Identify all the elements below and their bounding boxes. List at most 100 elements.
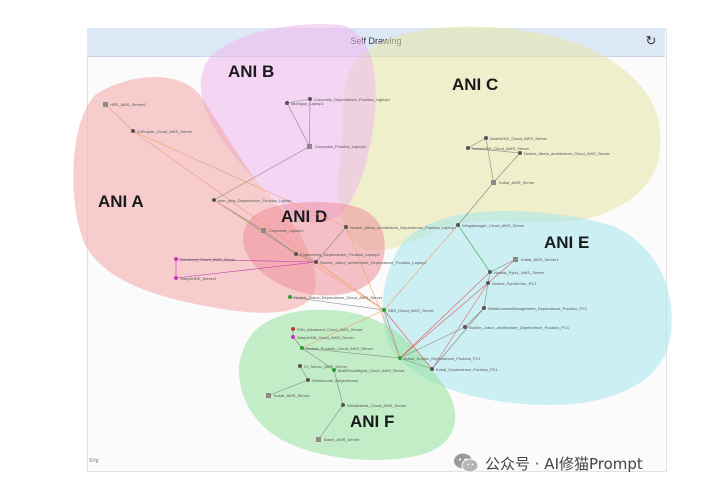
graph-node[interactable]: Nodeix_Alters_architecture_Cloud_AWS_Ser… [518,151,611,156]
graph-node[interactable]: Fifth_Advanced_Cloud_AWS_Server [291,327,363,332]
region-label-ani-f: ANI F [350,412,394,431]
node-label: Nodeix_Pyrs1_AWS_Server [494,270,545,275]
graph-node[interactable]: Corporate_Laptop1 [261,228,304,233]
window-title: Self Drawing [350,36,402,46]
refresh-icon[interactable]: ↻ [645,33,657,48]
node-label: Nodeix_Jobox_architecture_Dependence_Pou… [469,325,570,330]
graph-edge [399,357,433,370]
graph-edge [489,259,516,273]
wechat-icon [454,453,479,473]
graph-edge [333,369,344,406]
node-label: Engineering_Dependence_Pouldos_Laptop1 [300,252,380,257]
graph-node[interactable]: Nodeix_Jobox_architecture_Dependence_Pou… [314,260,428,265]
node-label: Wingsfanager_Cloud_AWS_Server [462,223,525,228]
region-ani-f [239,309,456,460]
graph-edge [345,226,401,359]
edge-layer [105,98,521,440]
graph-node[interactable]: Nodeix002_Cloud_AWS_Server [484,136,548,141]
graph-edge [105,104,134,132]
node-label: CI_Server_AWS_Server [304,364,348,369]
node-label: Nodeix_Jobox_Dependence_Cloud_AWS_Server [294,295,383,300]
graph-node[interactable]: Nodeix_Jobox_architecture_Dependence_Pou… [463,325,570,330]
graph-edge [315,226,347,263]
graph-edge [431,307,485,370]
graph-node[interactable]: Batch_AWS_Server [316,437,360,442]
graph-edge [289,296,385,311]
node-label: Batch_AWS_Server [324,437,360,442]
graph-edge [263,230,297,255]
graph-edge [309,98,311,147]
node-label: Nodeix_Pouldos_Cloud_AWS_Server [306,346,374,351]
node-label: Nodeix_PyrsServer_PC1 [492,281,537,286]
graph-edge [295,253,317,263]
graph-edge [383,309,401,359]
graph-node[interactable]: Wingsfanager_Cloud_AWS_Server [456,223,525,228]
graph-node[interactable]: Nodeix_Pyrs1_AWS_Server [488,270,545,275]
region-label-ani-d: ANI D [281,207,327,226]
graph-edge [485,137,494,183]
node-label: HSE_AWS_Server5 [110,102,146,107]
graph-edge [318,404,344,440]
watermark: 公众号 · AI修猫Prompt [453,448,643,478]
graph-node[interactable]: user_jobs_Dependence_Pouldos_Laptop [212,198,292,203]
graph-edge [286,98,311,104]
graph-node[interactable]: Nodeix_Alters_architecture_Dependence_Po… [344,225,457,230]
graph-node[interactable]: Engineering_Dependence_Pouldos_Laptop1 [294,252,380,257]
graph-node[interactable]: Webatreedk_Cloud_AWS_Server [341,403,407,408]
graph-node[interactable]: Michigan_Laptop1 [285,101,324,106]
graph-node[interactable]: Corporate_Dependence_Pouldos_Laptop1 [308,97,391,102]
graph-node[interactable]: Advanced_Cloud_AWS_Server [174,257,236,262]
graph-node[interactable]: Nodeix_Pouldos_Cloud_AWS_Server [300,346,374,351]
graph-edge [286,102,310,147]
graph-node[interactable]: HSE_AWS_Server5 [103,102,146,107]
graph-node[interactable]: Nodeix003_Cloud_AWS_Server [466,146,530,151]
graph-node[interactable]: Nodeix_Jobox_Dependence_Cloud_AWS_Server [288,295,383,300]
watermark-text: 公众号 · AI修猫Prompt [485,454,643,473]
node-label: Nodeix_Alters_architecture_Dependence_Po… [350,225,457,230]
graph-node[interactable]: SampleIDE_Server1 [174,276,217,281]
graph-edge [213,146,310,201]
graph-edge [301,347,401,359]
region-label-ani-a: ANI A [98,192,144,211]
node-label: Corporate_Dependence_Pouldos_Laptop1 [314,97,391,102]
graph-node[interactable]: Kubal_AWS_Server1 [513,257,559,262]
graph-edge [399,259,516,359]
graph-node[interactable]: CI_Server_AWS_Server [298,364,348,369]
graph-edge [301,347,335,371]
node-label: Nodeix002_Cloud_AWS_Server [490,136,548,141]
graph-node[interactable]: Wholesome_Dependence [306,378,359,383]
graph-node[interactable]: WebbLicenseManagement_Dependence_Pouldos… [482,306,588,311]
graph-edge [299,365,309,381]
graph-node[interactable]: SJEmpire_Cloud_AWS_Server [131,129,193,134]
node-label: Kubal_AWS_Server [499,180,535,185]
node-label: Corporate_Laptop1 [269,228,304,233]
node-label: Michigan_Laptop1 [291,101,324,106]
graph-node[interactable]: Kubal_Dependence_Pouldos_PC1 [430,367,499,372]
graph-node[interactable]: Nodeix_PyrsServer_PC1 [486,281,537,286]
graph-edge [175,261,317,279]
region-ani-e [382,210,672,405]
node-label: SJEmpire_Cloud_AWS_Server [137,129,193,134]
graph-node[interactable]: Corporate_Pouldos_Laptop1 [307,144,367,149]
graph-edge [457,182,494,226]
graph-edge [431,282,489,370]
node-label: WebbLicenseManagement_Dependence_Pouldos… [488,306,588,311]
node-label: Kubal_AWS_Server1 [521,257,559,262]
graph-edge [399,326,466,359]
graph-node[interactable]: SampleDB_Cloud_AWS_Server [291,335,355,340]
graph-node[interactable]: Kubal_AWS_Server [266,393,310,398]
graph-node[interactable]: Kubal_Doptox_Dependence_Pouldos_PC1 [398,356,482,361]
graph-node[interactable]: SBS_Cloud_AWS_Server [382,308,435,313]
graph-edge [132,130,347,228]
region-label-ani-b: ANI B [228,62,274,81]
region-label-ani-e: ANI E [544,233,589,252]
graph-node[interactable]: Kubal_AWS_Server [491,180,535,185]
graph-edge [268,379,309,396]
graph-node[interactable]: MultiCloudMgmt_Cloud_AWS_Server [332,368,405,373]
node-label: Nodeix_Jobox_architecture_Dependence_Pou… [320,260,428,265]
graph-edge [383,309,433,370]
graph-edge [467,147,521,154]
graph-edge [467,137,487,149]
graph-edge [315,261,385,311]
